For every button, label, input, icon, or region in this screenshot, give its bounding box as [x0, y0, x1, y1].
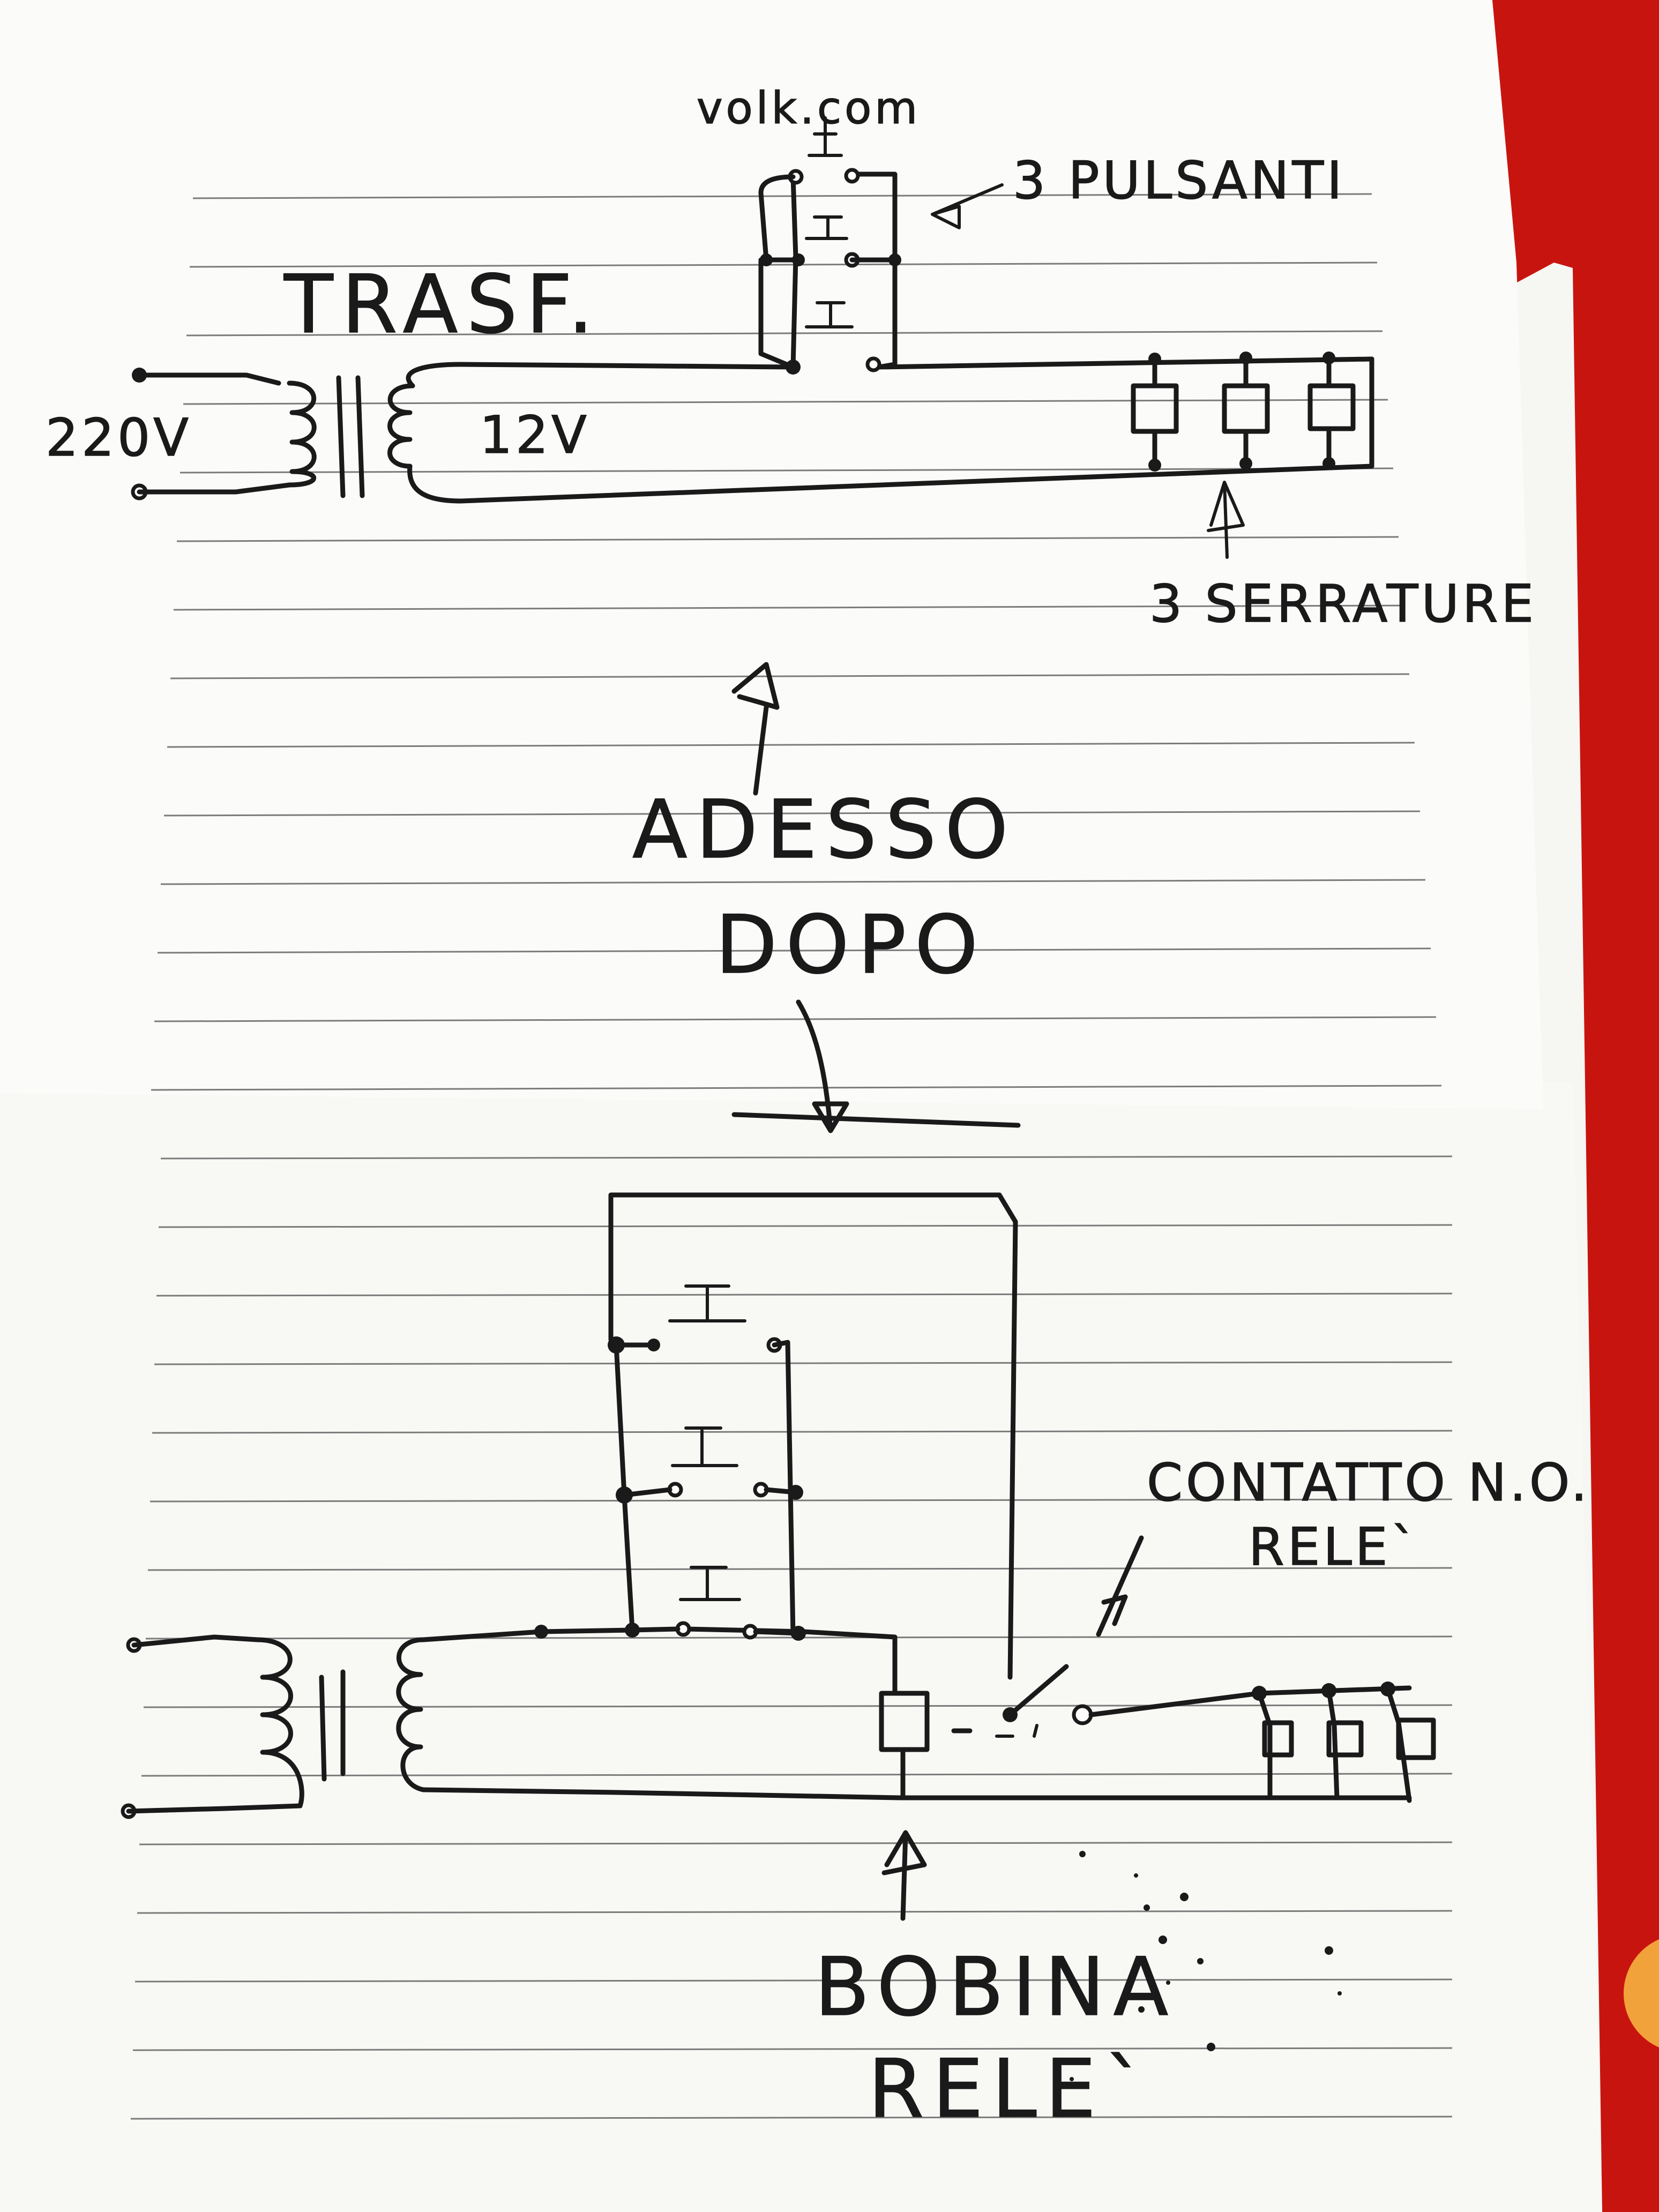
- lock-3: [1380, 1682, 1436, 1803]
- ruled-line: [183, 399, 1388, 405]
- ruled-line: [139, 1841, 1453, 1845]
- ruled-line: [141, 1773, 1453, 1777]
- ruled-line: [189, 261, 1378, 268]
- secondary-coil: [396, 1637, 426, 1792]
- ink-speck: [1197, 1958, 1204, 1964]
- ruled-line: [180, 467, 1394, 474]
- faint-text: volk.com: [697, 83, 921, 134]
- push-button-3: [534, 1492, 806, 1641]
- ruled-line: [163, 810, 1421, 817]
- secondary-top-wire: [406, 356, 1374, 388]
- transformer-core: [336, 375, 365, 498]
- ruled-line: [158, 1224, 1453, 1228]
- push-button-3: [758, 257, 881, 375]
- after-arrow: [731, 999, 1021, 1133]
- transformer-core: [319, 1669, 346, 1782]
- ruled-line: [192, 193, 1372, 199]
- ink-speck: [1337, 1991, 1342, 1996]
- output-voltage-label: 12V: [480, 405, 590, 465]
- lock-1: [1252, 1686, 1294, 1800]
- caption-now: ADESSO: [632, 783, 1017, 877]
- relay-contact-dash: [995, 1724, 1038, 1738]
- ink-speck: [1166, 1981, 1170, 1985]
- ruled-line: [156, 1292, 1453, 1297]
- relay-contact-blade: [1007, 1664, 1069, 1717]
- secondary-bottom-wire: [407, 464, 1374, 504]
- buttons-arrow: [931, 183, 1004, 229]
- ruled-line: [132, 2047, 1453, 2051]
- ink-speck: [1079, 1851, 1086, 1857]
- ink-speck: [1180, 1893, 1189, 1901]
- contact-label-line2: RELE`: [1249, 1517, 1420, 1577]
- captions: ADESSO DOPO: [632, 662, 1021, 1133]
- ruled-line: [143, 1704, 1453, 1708]
- input-voltage-label: 220V: [46, 408, 192, 468]
- coil-label-line2: RELE`: [868, 2043, 1153, 2136]
- relay-coil-wires: [892, 1680, 973, 1800]
- contact-label-line1: CONTATTO N.O.: [1147, 1453, 1590, 1513]
- push-button-1: [788, 116, 860, 185]
- ink-speck: [1070, 2077, 1074, 2081]
- ruled-line: [167, 742, 1415, 748]
- primary-coil: [287, 380, 317, 488]
- buttons-label: 3 PULSANTI: [1013, 151, 1345, 211]
- ruled-line: [137, 1910, 1453, 1914]
- orange-object-edge: [1624, 1939, 1659, 2047]
- locks-arrow: [1207, 481, 1245, 559]
- ink-speck: [1144, 1904, 1150, 1911]
- lock-2: [1321, 1683, 1364, 1800]
- ink-speck: [1134, 1873, 1138, 1878]
- ruled-line: [160, 1155, 1453, 1160]
- ruled-line: [151, 1085, 1442, 1091]
- upper-paper-sheet: [0, 0, 1543, 1109]
- relay-feedback-wire: [608, 1192, 1018, 1680]
- input-wire: [126, 1803, 303, 1814]
- ruled-lines: [130, 193, 1453, 2120]
- secondary-bottom-wire: [421, 1787, 1412, 1800]
- ruled-line: [150, 1498, 1453, 1503]
- contact-arrow: [1096, 1535, 1144, 1637]
- locks-label: 3 SERRATURE: [1149, 574, 1537, 634]
- ink-speck: [1138, 2006, 1145, 2013]
- secondary-coil: [387, 383, 415, 469]
- coil-label-line1: BOBINA: [814, 1941, 1177, 2034]
- ink-speck: [1325, 1946, 1333, 1955]
- relay-contact-terminal: [1072, 1704, 1093, 1725]
- coil-arrow: [881, 1830, 927, 1921]
- push-button-2: [614, 1342, 803, 1504]
- push-button-2: [758, 174, 901, 268]
- ruled-line: [160, 879, 1426, 885]
- lock-2: [1222, 352, 1270, 470]
- lock-3: [1307, 352, 1356, 470]
- ruled-line: [152, 1430, 1453, 1434]
- ruled-line: [173, 604, 1404, 611]
- ink-speck: [1207, 2043, 1215, 2051]
- caption-after: DOPO: [715, 899, 987, 992]
- top-diagram: volk.com 220V TRASF. 12V: [45, 83, 1537, 634]
- lock-1: [1131, 353, 1179, 472]
- ruled-line: [186, 330, 1383, 337]
- now-arrow: [731, 662, 780, 796]
- input-wire: [131, 1634, 260, 1648]
- ink-speck: [1159, 1935, 1167, 1944]
- lower-paper-sheet: [0, 1082, 1602, 2212]
- primary-coil: [255, 1637, 304, 1809]
- ruled-line: [176, 536, 1399, 542]
- ruled-line: [157, 947, 1431, 954]
- ruled-line: [154, 1361, 1453, 1365]
- ink-speckles: [1070, 1851, 1342, 2081]
- input-wire: [137, 482, 292, 495]
- push-button-1: [608, 1284, 796, 1637]
- bottom-diagram: CONTATTO N.O. RELE` BOBINA RELE`: [121, 1192, 1590, 2136]
- ruled-line: [154, 1016, 1437, 1022]
- ruled-line: [130, 2116, 1453, 2120]
- ruled-line: [134, 1978, 1453, 1983]
- input-wire: [137, 372, 281, 386]
- ruled-line: [147, 1567, 1453, 1571]
- transformer-label: TRASF.: [283, 258, 602, 352]
- ruled-line: [170, 673, 1410, 679]
